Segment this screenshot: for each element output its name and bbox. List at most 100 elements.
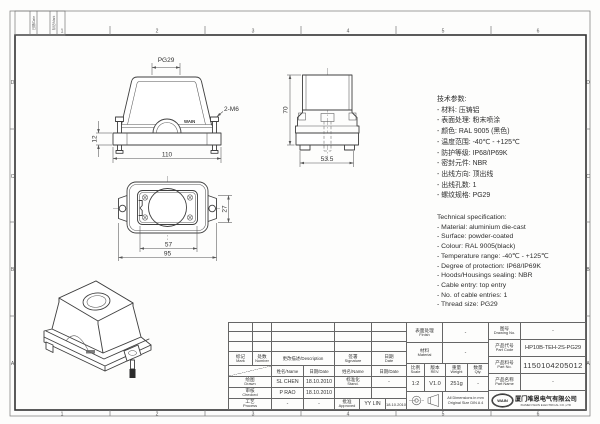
title-block: 标记 Mark 处数 Number 更改描述/Description 签署 Si… bbox=[228, 322, 586, 410]
svg-text:1: 1 bbox=[61, 29, 64, 35]
revision-cell bbox=[272, 342, 335, 352]
screw-right bbox=[210, 116, 219, 154]
dim-label-depth: 27 bbox=[222, 205, 229, 213]
spec-line: - No. of cable entries: 1 bbox=[437, 291, 508, 299]
spec-line: - 出线方向: 顶出线 bbox=[437, 170, 494, 178]
company-cell: WAIN 厦门唯恩电气有限公司 XIAMEN WAIN ELECTRICAL C… bbox=[489, 391, 586, 410]
svg-text:C: C bbox=[11, 174, 15, 180]
svg-text:A: A bbox=[586, 361, 590, 367]
field-weight-label: 重量 Weight bbox=[446, 364, 468, 377]
svg-text:2: 2 bbox=[156, 412, 159, 418]
svg-text:3: 3 bbox=[252, 29, 255, 35]
field-material-value: - bbox=[443, 343, 489, 364]
spec-line: - Surface: powder-coated bbox=[437, 233, 514, 241]
spec-line: - 螺纹规格: PG29 bbox=[437, 192, 491, 200]
field-rev-label: 版本 REV. bbox=[425, 364, 446, 377]
dim-label-inner: 57 bbox=[165, 242, 173, 249]
spec-block-en: Technical specification: - Material: alu… bbox=[437, 213, 589, 310]
front-view: PG29 WAIN 2-M6 bbox=[92, 57, 239, 163]
projection-symbol-cell bbox=[407, 392, 443, 410]
field-part-no-value: 1150104205012 bbox=[521, 357, 586, 374]
revision-cell bbox=[272, 322, 335, 332]
spec-line: - 表面处理: 粉末喷涂 bbox=[437, 117, 501, 125]
svg-text:A: A bbox=[11, 361, 15, 367]
svg-text:6: 6 bbox=[537, 412, 540, 418]
role-stand: 标准化 Stand. bbox=[335, 377, 372, 388]
dim-label-screws: 2-M6 bbox=[224, 106, 239, 113]
bolt-tip bbox=[129, 369, 136, 378]
side-view: 70 53.5 bbox=[283, 68, 360, 167]
subheader-name: 姓名/Name bbox=[272, 366, 304, 377]
role-approved: 批准 Approved bbox=[335, 399, 360, 410]
spec-line: - Thread size: PG29 bbox=[437, 301, 498, 309]
sheet-frame: 1 2 3 4 5 6 1 2 3 4 5 6 D C B A D C B A bbox=[9, 10, 591, 418]
spec-line: - 密封元件: NBR bbox=[437, 160, 488, 168]
spec-line: - 温度范围: -40℃ - +125℃ bbox=[437, 138, 520, 146]
svg-text:B: B bbox=[586, 267, 590, 273]
approved-name: YY LIN bbox=[360, 399, 386, 410]
top-view: 57 95 27 bbox=[113, 176, 232, 261]
wain-logo: WAIN bbox=[492, 393, 513, 407]
spec-line: - 防护等级: IP68/IP69K bbox=[437, 149, 508, 157]
dim-label-thread: PG29 bbox=[158, 57, 175, 64]
empty-cell bbox=[335, 388, 372, 399]
field-finish-value: - bbox=[443, 322, 489, 343]
approved-date: 18.10.2010 bbox=[386, 399, 407, 410]
drawn-name: SL CHEN bbox=[272, 377, 304, 388]
spec-line: - 出线孔数: 1 bbox=[437, 181, 477, 189]
dim-label-outer: 95 bbox=[164, 251, 172, 258]
revision-cell bbox=[253, 342, 272, 352]
revision-cell bbox=[253, 322, 272, 332]
field-part-code-value: HP10B-TEH-2S-PG29 bbox=[521, 340, 586, 357]
header-signature: 签署 Signature bbox=[335, 352, 372, 366]
svg-text:3: 3 bbox=[252, 412, 255, 418]
spec-title-cn: 技术参数: bbox=[437, 96, 467, 103]
header-number: 处数 Number bbox=[253, 352, 272, 366]
zone-letters-right: D C B A bbox=[586, 80, 590, 367]
header-description: 更改描述/Description bbox=[272, 352, 335, 366]
revision-cell bbox=[372, 332, 407, 342]
svg-text:2: 2 bbox=[156, 29, 159, 35]
revision-cell bbox=[228, 322, 253, 332]
revision-strip: 日期/Date 标记/Mark bbox=[14, 10, 66, 36]
drawn-date: 18.10.2010 bbox=[304, 377, 335, 388]
company-name: 厦门唯恩电气有限公司 XIAMEN WAIN ELECTRICAL CO.,LT… bbox=[515, 395, 577, 407]
svg-text:1: 1 bbox=[61, 412, 64, 418]
spec-line: - Degree of protection: IP68/IP69K bbox=[437, 262, 541, 270]
header-date: 日期 Date bbox=[372, 352, 407, 366]
field-qty-label: 数量 Qty. bbox=[468, 364, 489, 377]
revision-cell bbox=[335, 342, 372, 352]
isometric-view bbox=[43, 280, 152, 378]
revision-cell bbox=[272, 332, 335, 342]
svg-text:4: 4 bbox=[347, 412, 350, 418]
field-part-code-label: 产品代号 Part Code bbox=[489, 340, 521, 357]
dim-label-flange: 12 bbox=[92, 135, 99, 143]
revision-cell bbox=[335, 322, 372, 332]
corner-screws bbox=[142, 194, 193, 221]
zone-letters-left: D C B A bbox=[11, 80, 15, 367]
dim-label-side-width: 53.5 bbox=[321, 156, 334, 163]
spec-line: - 材料: 压铸铝 bbox=[437, 106, 480, 114]
dimensions-note: All Dimensions in mm Original Size DIN A… bbox=[443, 392, 489, 410]
revision-cell bbox=[253, 332, 272, 342]
zone-numbers-bottom: 1 2 3 4 5 6 bbox=[61, 412, 540, 418]
revision-cell bbox=[228, 342, 253, 352]
role-process: 工艺 Process bbox=[228, 399, 272, 410]
spec-line: - 颜色: RAL 9005 (黑色) bbox=[437, 128, 510, 136]
process-name: - bbox=[272, 399, 304, 410]
revision-cell bbox=[335, 332, 372, 342]
spec-line: - Cable entry: top entry bbox=[437, 281, 507, 289]
role-drawn: 绘图 Drawn bbox=[228, 377, 272, 388]
svg-text:D: D bbox=[586, 80, 590, 86]
stand-value: - bbox=[372, 377, 407, 388]
svg-text:6: 6 bbox=[537, 29, 540, 35]
field-part-no-label: 产品料号 Part No. bbox=[489, 357, 521, 374]
svg-text:5: 5 bbox=[442, 29, 445, 35]
spec-line: - Material: aluminium die-cast bbox=[437, 223, 526, 231]
subheader-name: 姓名/Name bbox=[335, 366, 372, 377]
brand-emboss: WAIN bbox=[184, 119, 195, 124]
spec-line: - Hoods/Housings sealing: NBR bbox=[437, 272, 533, 280]
dim-label-height: 70 bbox=[283, 106, 290, 114]
